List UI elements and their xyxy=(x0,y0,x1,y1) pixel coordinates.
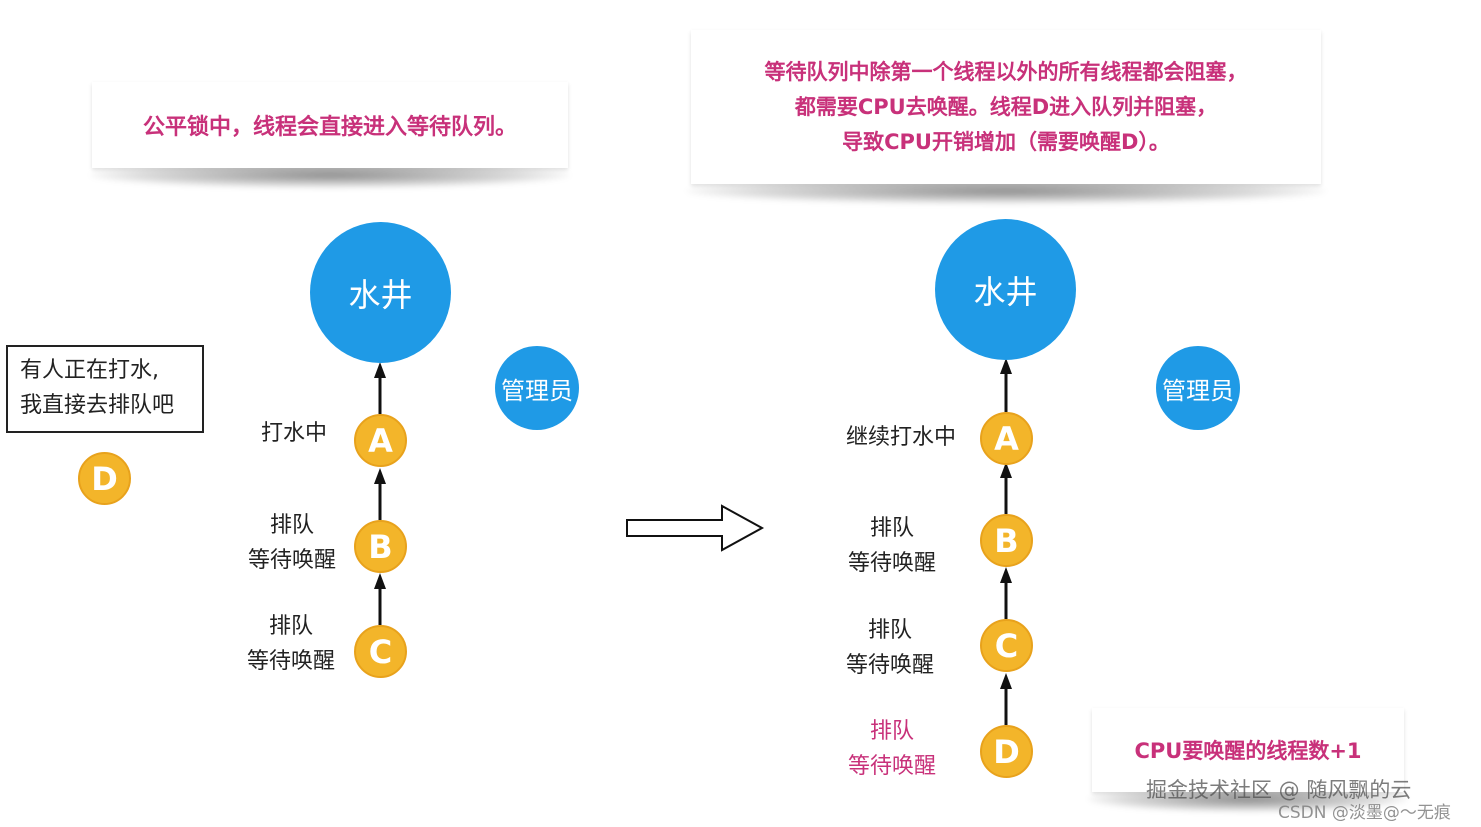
manager-left: 管理员 xyxy=(495,346,579,430)
node-c-left-status: 排队 等待唤醒 xyxy=(237,609,345,679)
node-d-right-letter: D xyxy=(993,732,1020,771)
node-b-left: B xyxy=(354,520,407,573)
node-d-left-letter: D xyxy=(91,459,118,498)
node-b-right-status: 排队 等待唤醒 xyxy=(838,511,946,581)
node-c-right-letter: C xyxy=(994,626,1019,665)
manager-right: 管理员 xyxy=(1156,346,1240,430)
node-c-left-line-1: 排队 xyxy=(268,614,313,639)
node-b-right: B xyxy=(980,514,1033,567)
node-b-left-status: 排队 等待唤醒 xyxy=(238,508,346,578)
well-right: 水井 xyxy=(935,219,1076,360)
node-d-left: D xyxy=(78,452,131,505)
node-a-left-line-1: 打水中 xyxy=(260,421,327,446)
watermark-juejin: 掘金技术社区 @ 随风飘的云 xyxy=(1146,774,1411,804)
right-note-line-3: 导致CPU开销增加（需要唤醒D）。 xyxy=(842,129,1170,154)
speech-line-1: 有人正在打水, xyxy=(20,358,159,383)
node-d-right: D xyxy=(980,725,1033,778)
node-a-right-status: 继续打水中 xyxy=(836,420,966,455)
node-c-left-letter: C xyxy=(368,632,393,671)
well-left: 水井 xyxy=(310,222,451,363)
node-a-right-line-1: 继续打水中 xyxy=(845,425,956,450)
right-note: 等待队列中除第一个线程以外的所有线程都会阻塞， 都需要CPU去唤醒。线程D进入队… xyxy=(691,30,1321,184)
node-c-left: C xyxy=(354,625,407,678)
transition-arrow xyxy=(626,504,765,552)
watermark-csdn-text: CSDN @淡墨@～无痕 xyxy=(1278,803,1451,823)
node-c-right: C xyxy=(980,619,1033,672)
node-c-right-line-1: 排队 xyxy=(867,618,912,643)
node-a-left: A xyxy=(354,414,407,467)
speech-line-2: 我直接去排队吧 xyxy=(20,393,175,418)
watermark-csdn: CSDN @淡墨@～无痕 xyxy=(1278,798,1451,823)
node-b-left-letter: B xyxy=(368,527,393,566)
bottom-note: CPU要唤醒的线程数+1 xyxy=(1092,708,1404,792)
node-d-right-status: 排队 等待唤醒 xyxy=(838,714,946,784)
node-c-right-status: 排队 等待唤醒 xyxy=(836,613,944,683)
manager-right-label: 管理员 xyxy=(1162,376,1234,405)
speech-bubble-d: 有人正在打水, 我直接去排队吧 xyxy=(6,345,204,433)
node-d-right-line-1: 排队 xyxy=(869,719,914,744)
left-note-text: 公平锁中，线程会直接进入等待队列。 xyxy=(142,115,517,140)
node-a-right: A xyxy=(980,412,1033,465)
node-b-right-line-2: 等待唤醒 xyxy=(847,551,936,576)
node-a-left-status: 打水中 xyxy=(244,416,344,451)
node-c-left-line-2: 等待唤醒 xyxy=(246,649,335,674)
right-note-line-2: 都需要CPU去唤醒。线程D进入队列并阻塞， xyxy=(794,94,1218,119)
right-note-line-1: 等待队列中除第一个线程以外的所有线程都会阻塞， xyxy=(764,59,1248,84)
node-b-left-line-2: 等待唤醒 xyxy=(247,548,336,573)
left-note: 公平锁中，线程会直接进入等待队列。 xyxy=(92,82,568,168)
node-b-right-letter: B xyxy=(994,521,1019,560)
node-c-right-line-2: 等待唤醒 xyxy=(845,653,934,678)
node-a-right-letter: A xyxy=(994,419,1019,458)
node-b-right-line-1: 排队 xyxy=(869,516,914,541)
well-left-label: 水井 xyxy=(348,275,413,314)
node-b-left-line-1: 排队 xyxy=(269,513,314,538)
bottom-note-text: CPU要唤醒的线程数+1 xyxy=(1134,739,1362,763)
node-d-right-line-2: 等待唤醒 xyxy=(847,754,936,779)
well-right-label: 水井 xyxy=(973,272,1038,311)
node-a-left-letter: A xyxy=(368,421,393,460)
manager-left-label: 管理员 xyxy=(501,376,573,405)
watermark-juejin-text: 掘金技术社区 @ 随风飘的云 xyxy=(1146,778,1412,802)
